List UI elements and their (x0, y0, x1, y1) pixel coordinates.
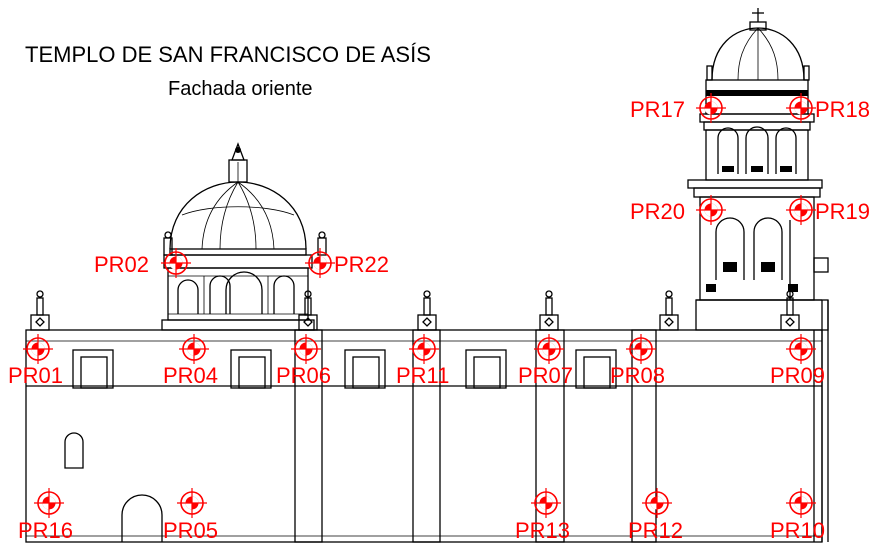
marker-quadrant (801, 101, 808, 108)
marker-label: PR22 (334, 252, 389, 277)
marker-pr12: PR12 (628, 488, 683, 543)
marker-quadrant (549, 342, 556, 349)
marker-label: PR06 (276, 363, 331, 388)
marker-quadrant (299, 349, 306, 356)
marker-quadrant (794, 503, 801, 510)
marker-quadrant (176, 256, 183, 263)
marker-pr19: PR19 (786, 195, 870, 225)
marker-label: PR10 (770, 518, 825, 543)
marker-quadrant (634, 349, 641, 356)
marker-quadrant (169, 263, 176, 270)
marker-quadrant (194, 342, 201, 349)
dome (161, 142, 327, 331)
marker-quadrant (320, 256, 327, 263)
marker-pr09: PR09 (770, 334, 825, 388)
marker-quadrant (794, 349, 801, 356)
marker-label: PR07 (518, 363, 573, 388)
marker-label: PR01 (8, 363, 63, 388)
marker-label: PR11 (396, 363, 449, 388)
drawing-title: TEMPLO DE SAN FRANCISCO DE ASÍS (25, 42, 431, 67)
marker-label: PR13 (515, 518, 570, 543)
bell-tower (687, 8, 829, 331)
marker-label: PR09 (770, 363, 825, 388)
marker-label: PR20 (630, 199, 685, 224)
marker-pr07: PR07 (518, 334, 573, 388)
marker-label: PR19 (815, 199, 870, 224)
marker-label: PR05 (163, 518, 218, 543)
marker-pr17: PR17 (630, 93, 726, 123)
drawing-subtitle: Fachada oriente (168, 78, 313, 100)
marker-pr11: PR11 (396, 334, 449, 388)
marker-pr01: PR01 (8, 334, 63, 388)
marker-quadrant (49, 496, 56, 503)
marker-quadrant (546, 496, 553, 503)
marker-pr13: PR13 (515, 488, 570, 543)
upper-windows (72, 349, 617, 389)
nave-body (25, 300, 829, 543)
marker-quadrant (801, 496, 808, 503)
marker-label: PR16 (18, 518, 73, 543)
marker-quadrant (801, 203, 808, 210)
marker-quadrant (704, 108, 711, 115)
marker-quadrant (641, 342, 648, 349)
marker-quadrant (185, 503, 192, 510)
marker-pr10: PR10 (770, 488, 825, 543)
marker-pr05: PR05 (163, 488, 218, 543)
marker-quadrant (187, 349, 194, 356)
marker-pr02: PR02 (94, 248, 191, 278)
marker-quadrant (794, 210, 801, 217)
marker-quadrant (192, 496, 199, 503)
marker-quadrant (42, 503, 49, 510)
marker-label: PR18 (815, 97, 870, 122)
marker-quadrant (542, 349, 549, 356)
parapet-pinnacles (30, 290, 800, 331)
marker-pr04: PR04 (163, 334, 218, 388)
marker-label: PR12 (628, 518, 683, 543)
marker-label: PR04 (163, 363, 218, 388)
marker-quadrant (424, 342, 431, 349)
marker-pr18: PR18 (786, 93, 870, 123)
marker-pr16: PR16 (18, 488, 73, 543)
marker-pr08: PR08 (610, 334, 665, 388)
marker-quadrant (417, 349, 424, 356)
marker-quadrant (306, 342, 313, 349)
marker-quadrant (38, 342, 45, 349)
marker-quadrant (711, 101, 718, 108)
marker-pr06: PR06 (276, 334, 331, 388)
marker-quadrant (801, 342, 808, 349)
marker-quadrant (704, 210, 711, 217)
marker-label: PR02 (94, 252, 149, 277)
marker-quadrant (657, 496, 664, 503)
marker-quadrant (31, 349, 38, 356)
marker-quadrant (650, 503, 657, 510)
marker-quadrant (313, 263, 320, 270)
marker-quadrant (539, 503, 546, 510)
marker-quadrant (794, 108, 801, 115)
marker-pr22: PR22 (305, 248, 389, 278)
marker-label: PR17 (630, 97, 685, 122)
marker-pr20: PR20 (630, 195, 726, 225)
marker-quadrant (711, 203, 718, 210)
marker-label: PR08 (610, 363, 665, 388)
